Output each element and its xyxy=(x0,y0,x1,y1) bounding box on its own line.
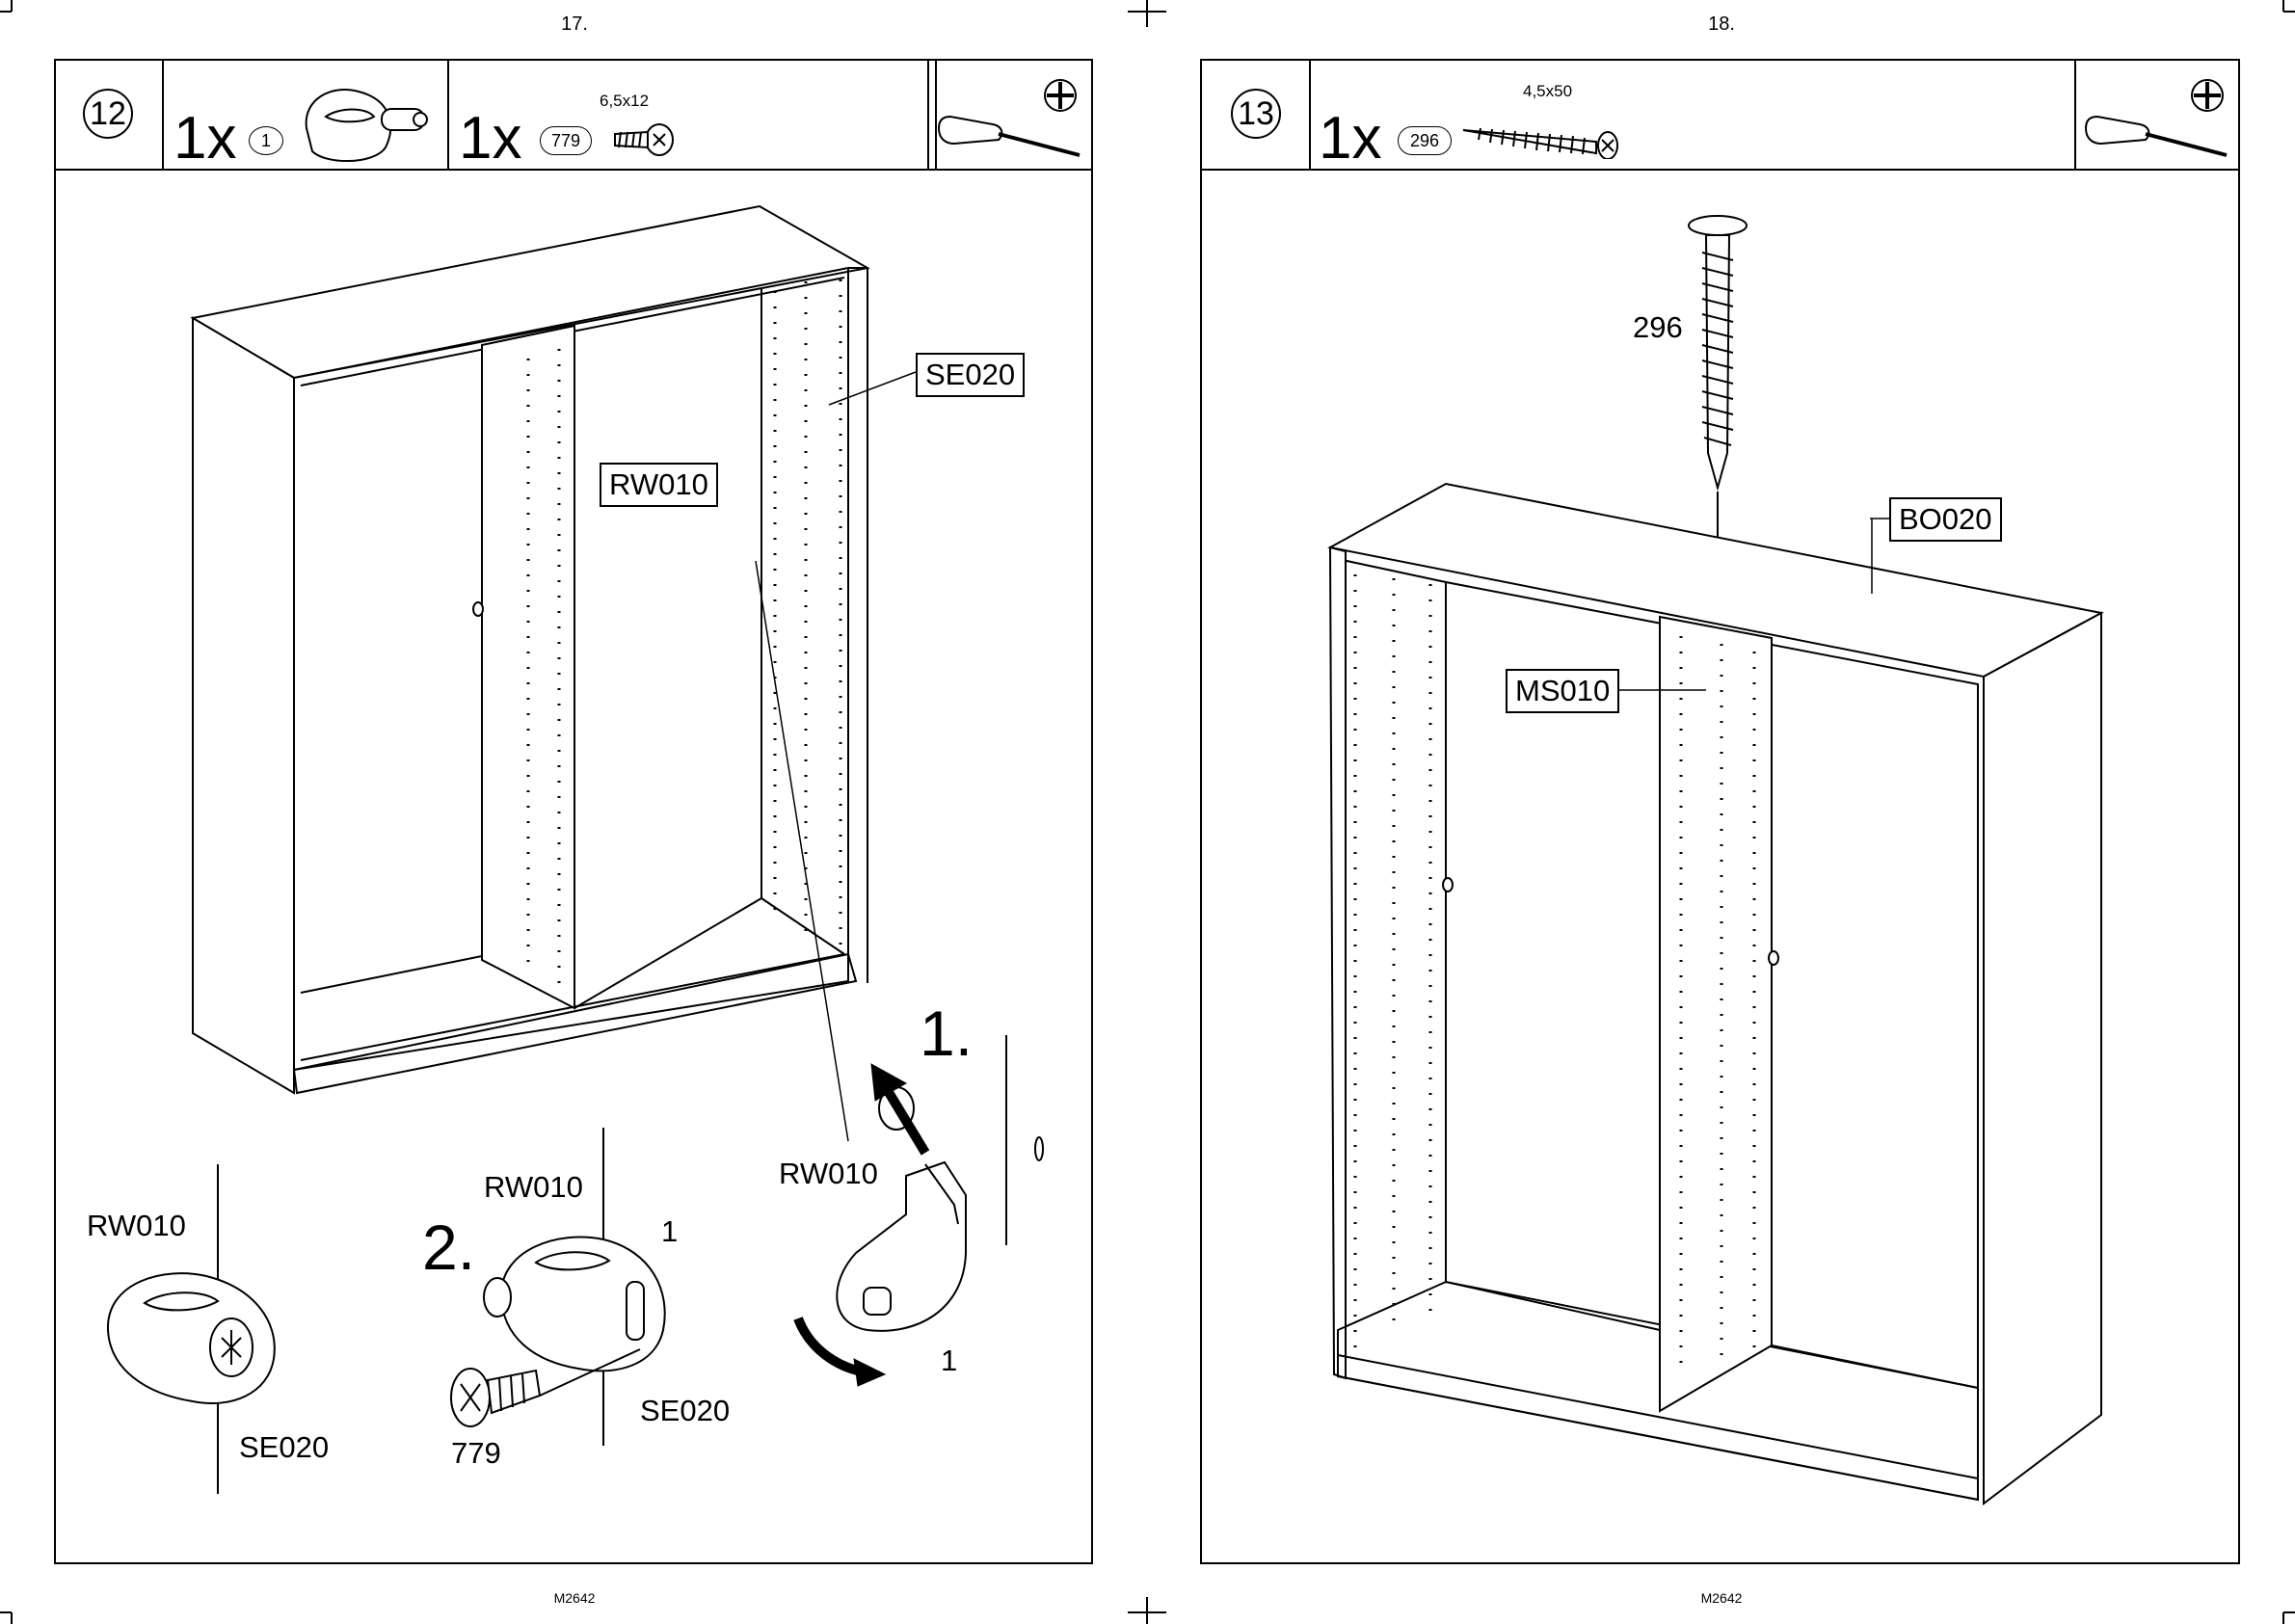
footer-code-right: M2642 xyxy=(1701,1590,1743,1606)
label-ms010: MS010 xyxy=(1506,669,1619,713)
label-bo020: BO020 xyxy=(1889,497,2002,542)
label-screw-296: 296 xyxy=(1633,310,1683,345)
